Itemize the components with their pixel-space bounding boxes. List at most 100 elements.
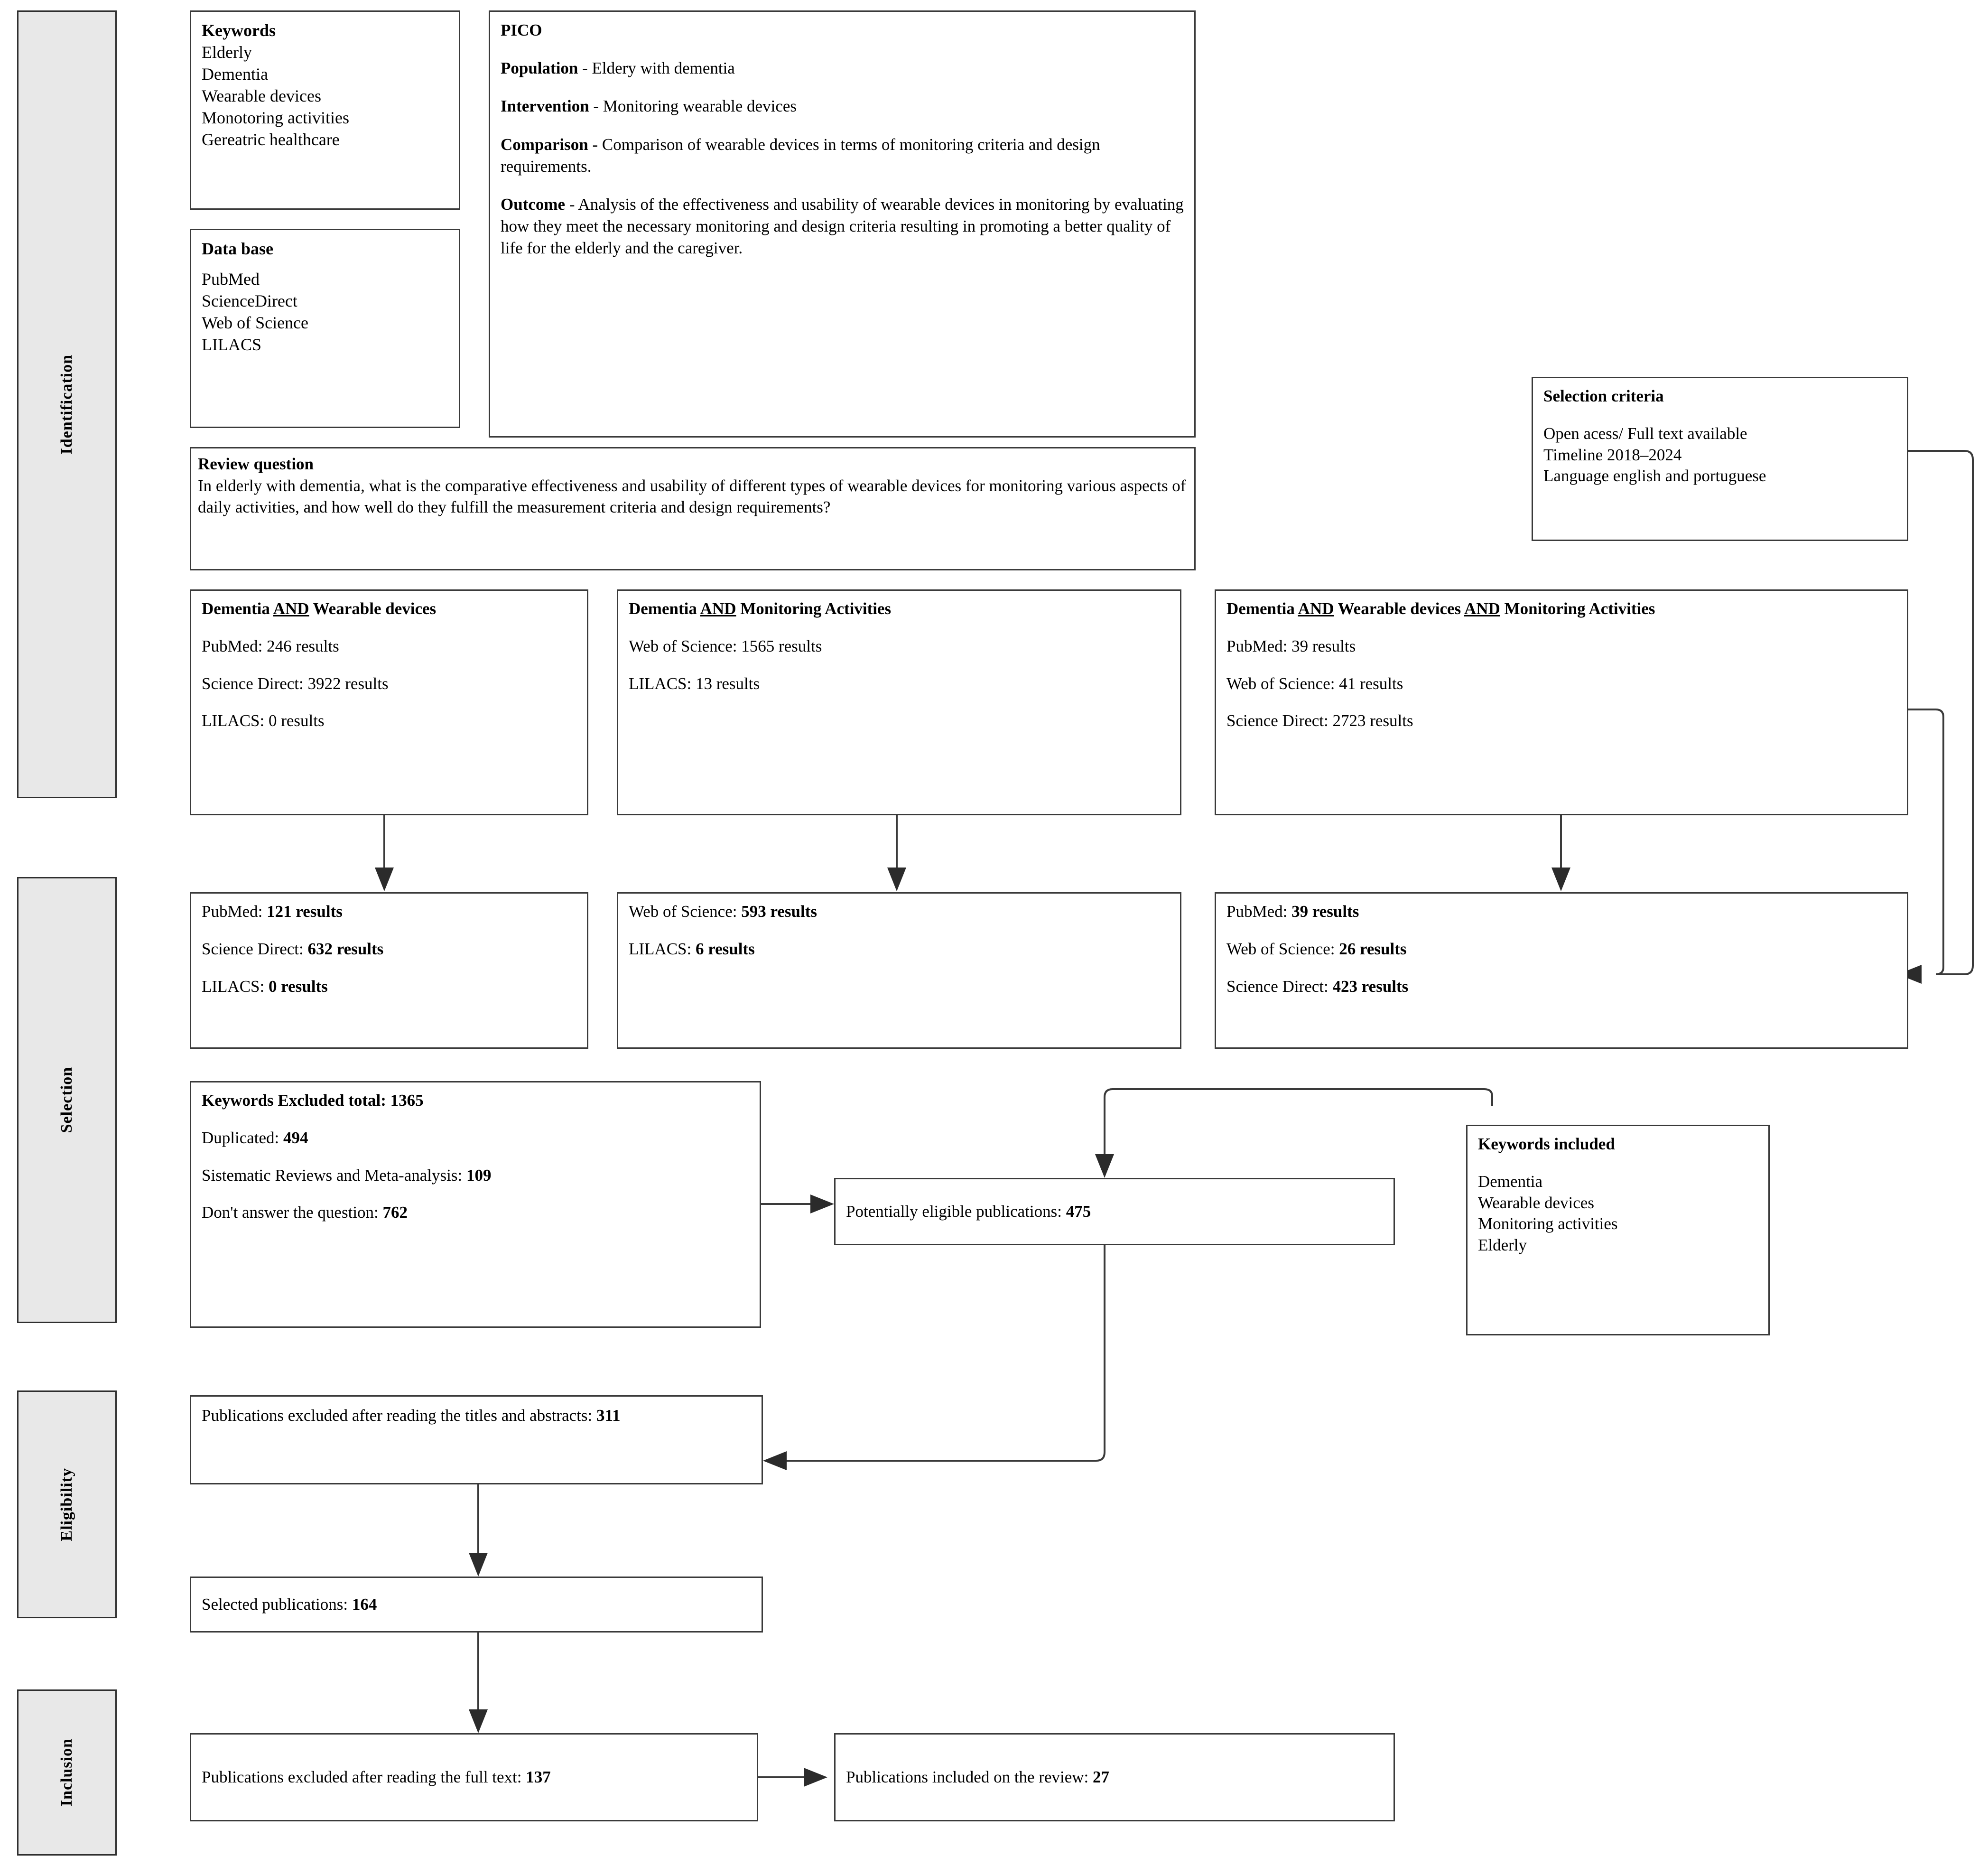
search-result-row: PubMed: 246 results xyxy=(202,636,339,655)
keywords-excluded-box: Keywords Excluded total: 1365 Duplicated… xyxy=(190,1081,761,1328)
keywords-excluded-value: 109 xyxy=(466,1166,492,1185)
selection-criteria-item: Open acess/ Full text available xyxy=(1543,424,1747,443)
potentially-eligible-value: 475 xyxy=(1066,1202,1091,1221)
filtered-label: PubMed: xyxy=(1226,902,1292,921)
phase-label-eligibility: Eligibility xyxy=(58,1467,75,1541)
search-query-title-1: Dementia AND Wearable devices xyxy=(202,598,576,620)
selected-publications-label: Selected publications: xyxy=(202,1595,352,1614)
excluded-fulltext-box: Publications excluded after reading the … xyxy=(190,1733,758,1821)
search-title-and: AND xyxy=(273,599,309,618)
database-item: LILACS xyxy=(202,335,261,355)
search-title-pre: Dementia xyxy=(1226,599,1298,618)
filtered-value: 39 results xyxy=(1291,902,1359,921)
pico-entry-label: Comparison xyxy=(501,135,588,154)
pico-entry-comparison: Comparison - Comparison of wearable devi… xyxy=(501,134,1184,177)
potentially-eligible-box: Potentially eligible publications: 475 xyxy=(834,1178,1395,1245)
phase-strip-eligibility: Eligibility xyxy=(17,1390,117,1618)
search-title-and-2: AND xyxy=(1464,599,1500,618)
filtered-value: 423 results xyxy=(1332,977,1409,996)
pico-box: PICO Population - Eldery with dementia I… xyxy=(489,10,1196,438)
excluded-fulltext-text: Publications excluded after reading the … xyxy=(202,1767,551,1788)
pico-entry-label: Intervention xyxy=(501,97,589,116)
keywords-excluded-title-label: Keywords Excluded total: xyxy=(202,1091,390,1110)
filtered-result-row: Science Direct: 632 results xyxy=(202,939,576,960)
included-on-review-box: Publications included on the review: 27 xyxy=(834,1733,1395,1821)
filtered-result-row: Science Direct: 423 results xyxy=(1226,976,1896,998)
keywords-item: Elderly xyxy=(202,43,252,62)
pico-entry-intervention: Intervention - Monitoring wearable devic… xyxy=(501,95,1184,117)
keywords-included-box: Keywords included Dementia Wearable devi… xyxy=(1466,1125,1770,1335)
potentially-eligible-text: Potentially eligible publications: 475 xyxy=(846,1201,1091,1222)
selection-criteria-title: Selection criteria xyxy=(1543,387,1664,405)
filtered-result-row: LILACS: 6 results xyxy=(629,939,1170,960)
filtered-label: Science Direct: xyxy=(1226,977,1333,996)
keywords-excluded-value: 494 xyxy=(283,1128,308,1147)
search-result-row: LILACS: 0 results xyxy=(202,711,325,730)
keywords-item: Dementia xyxy=(202,65,268,84)
keywords-excluded-row: Sistematic Reviews and Meta-analysis: 10… xyxy=(202,1165,749,1186)
review-question-title: Review question xyxy=(198,455,314,473)
keywords-excluded-row: Duplicated: 494 xyxy=(202,1128,749,1149)
arrowhead-search3-to-filtered3 xyxy=(1551,868,1570,891)
filtered-results-box-3: PubMed: 39 results Web of Science: 26 re… xyxy=(1215,892,1908,1049)
filtered-result-row: PubMed: 39 results xyxy=(1226,901,1896,923)
search-title-post: Wearable devices xyxy=(309,599,437,618)
filtered-value: 121 results xyxy=(267,902,343,921)
selected-publications-text: Selected publications: 164 xyxy=(202,1594,377,1615)
keywords-excluded-row: Don't answer the question: 762 xyxy=(202,1202,749,1223)
database-box-title: Data base xyxy=(202,239,273,258)
excluded-titles-abstracts-text: Publications excluded after reading the … xyxy=(202,1404,751,1427)
arrow-keywords-included-to-eligible xyxy=(1104,1088,1493,1162)
keywords-item: Wearable devices xyxy=(202,86,321,106)
filtered-value: 593 results xyxy=(741,902,817,921)
arrowhead-selected-to-excluded-fulltext xyxy=(469,1709,488,1733)
pico-box-title: PICO xyxy=(501,21,542,39)
keywords-excluded-label: Duplicated: xyxy=(202,1128,284,1147)
arrowhead-eligible-to-excluded-titles xyxy=(763,1451,787,1470)
database-item: ScienceDirect xyxy=(202,291,297,311)
excluded-titles-abstracts-box: Publications excluded after reading the … xyxy=(190,1395,763,1484)
arrowhead-search2-to-filtered2 xyxy=(887,868,906,891)
filtered-value: 26 results xyxy=(1339,939,1407,958)
pico-entry-text: - Comparison of wearable devices in term… xyxy=(501,135,1100,176)
filtered-results-box-1: PubMed: 121 results Science Direct: 632 … xyxy=(190,892,588,1049)
search-title-pre: Dementia xyxy=(629,599,700,618)
phase-strip-selection: Selection xyxy=(17,877,117,1323)
filtered-result-row: Web of Science: 26 results xyxy=(1226,939,1896,960)
search-result-row: Web of Science: 1565 results xyxy=(629,636,822,655)
search-title-post: Monitoring Activities xyxy=(1500,599,1655,618)
search-result-row: LILACS: 13 results xyxy=(629,674,760,693)
pico-entry-text: - Eldery with dementia xyxy=(578,59,735,78)
search-result-row: PubMed: 39 results xyxy=(1226,636,1356,655)
keywords-item: Monotoring activities xyxy=(202,108,349,128)
arrow-search3-to-filtered3-inner xyxy=(1908,709,1944,975)
search-title-mid: Wearable devices xyxy=(1334,599,1464,618)
selection-criteria-box: Selection criteria Open acess/ Full text… xyxy=(1532,377,1908,541)
arrowhead-excluded-titles-to-selected xyxy=(469,1553,488,1577)
pico-entry-population: Population - Eldery with dementia xyxy=(501,57,1184,79)
filtered-label: Web of Science: xyxy=(1226,939,1339,958)
search-result-row: Web of Science: 41 results xyxy=(1226,674,1403,693)
search-query-box-3: Dementia AND Wearable devices AND Monito… xyxy=(1215,589,1908,815)
filtered-label: PubMed: xyxy=(202,902,267,921)
filtered-label: LILACS: xyxy=(629,939,696,958)
arrowhead-keywords-to-eligible xyxy=(1095,1154,1114,1178)
keywords-included-item: Monitoring activities xyxy=(1478,1214,1618,1233)
pico-entry-outcome: Outcome - Analysis of the effectiveness … xyxy=(501,194,1184,260)
phase-strip-inclusion: Inclusion xyxy=(17,1689,117,1856)
pico-entry-text: - Monitoring wearable devices xyxy=(589,97,797,116)
included-on-review-label: Publications included on the review: xyxy=(846,1767,1093,1786)
search-title-and: AND xyxy=(1298,599,1334,618)
search-query-title-2: Dementia AND Monitoring Activities xyxy=(629,598,1170,620)
arrowhead-search1-to-filtered1 xyxy=(375,868,394,891)
keywords-excluded-value: 762 xyxy=(382,1203,408,1222)
filtered-label: Web of Science: xyxy=(629,902,742,921)
arrow-eligible-to-excluded-titles xyxy=(778,1245,1105,1462)
filtered-label: LILACS: xyxy=(202,977,269,996)
pico-entry-label: Population xyxy=(501,59,578,78)
keywords-excluded-label: Sistematic Reviews and Meta-analysis: xyxy=(202,1166,466,1185)
review-question-text: In elderly with dementia, what is the co… xyxy=(198,476,1186,517)
filtered-value: 6 results xyxy=(695,939,755,958)
pico-entry-label: Outcome xyxy=(501,195,566,214)
